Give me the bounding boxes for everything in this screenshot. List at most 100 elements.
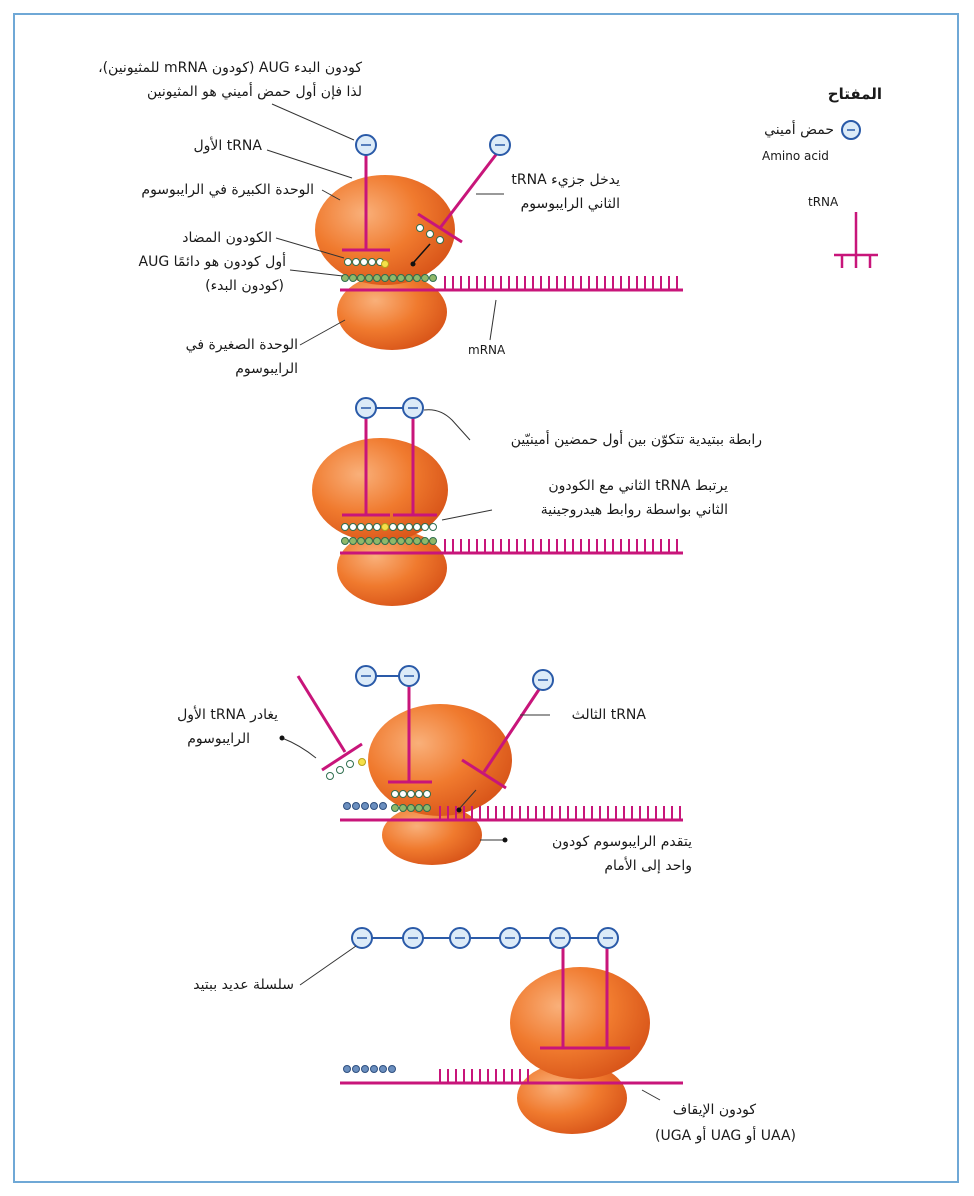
step3-codon-bases <box>392 805 431 812</box>
nucleotide-base <box>366 538 373 545</box>
step4-large-subunit <box>510 967 650 1079</box>
nucleotide-base <box>416 805 423 812</box>
nucleotide-base <box>392 791 399 798</box>
step4-group <box>300 928 683 1134</box>
nucleotide-base <box>390 524 397 531</box>
nucleotide-base <box>400 791 407 798</box>
key-legend <box>834 121 878 268</box>
nucleotide-base <box>398 524 405 531</box>
step1-start-codon-note-line2: لذا فإن أول حمض أميني هو المثيونين <box>147 82 362 102</box>
key-trna-icon <box>834 212 878 268</box>
nucleotide-base <box>408 791 415 798</box>
nucleotide-base <box>406 524 413 531</box>
nucleotide-base <box>358 275 365 282</box>
nucleotide-base <box>345 259 352 266</box>
step4-mrna-ticks <box>440 1069 528 1083</box>
step1-start-codon-note-line1: كودون البدء AUG (كودون mRNA للمثيونين)، <box>98 58 362 78</box>
nucleotide-base <box>422 524 429 531</box>
step1-mrna-label: mRNA <box>468 340 505 360</box>
nucleotide-base <box>424 791 431 798</box>
nucleotide-base <box>422 275 429 282</box>
nucleotide-base <box>353 803 360 810</box>
nucleotide-base <box>389 1066 396 1073</box>
nucleotide-base <box>416 791 423 798</box>
step1-mrna-ticks <box>445 276 677 290</box>
step4-polypeptide-label: سلسلة عديد ببتيد <box>193 975 294 995</box>
key-trna-label: tRNA <box>808 192 838 212</box>
nucleotide-base <box>358 538 365 545</box>
step4-stop-codon-label-line2: (UAA أو UAG أو UGA) <box>655 1126 796 1146</box>
key-title: المفتاح <box>828 84 882 104</box>
step3-trna-leaves-label-line2: الرايبوسوم <box>187 729 250 749</box>
nucleotide-base <box>414 275 421 282</box>
nucleotide-base <box>374 538 381 545</box>
step4-polypeptide-chain <box>352 928 618 948</box>
step1-large-subunit <box>315 175 455 285</box>
step2-hydrogen-bond-label-line2: الثاني بواسطة روابط هيدروجينية <box>541 500 728 520</box>
nucleotide-base <box>408 805 415 812</box>
step1-large-subunit-label: الوحدة الكبيرة في الرايبوسوم <box>141 180 314 200</box>
nucleotide-base <box>366 524 373 531</box>
nucleotide-base <box>374 524 381 531</box>
nucleotide-base <box>362 1066 369 1073</box>
nucleotide-base <box>424 805 431 812</box>
nucleotide-base <box>380 803 387 810</box>
nucleotide-base <box>392 805 399 812</box>
nucleotide-base <box>350 275 357 282</box>
nucleotide-base <box>400 805 407 812</box>
step2-hydrogen-bond-label-line1: يرتبط tRNA الثاني مع الكودون <box>548 476 728 496</box>
step2-peptide-bond-label: رابطة ببتيدية تتكوّن بين أول حمضين أميني… <box>511 430 762 450</box>
nucleotide-base <box>406 538 413 545</box>
step1-small-subunit <box>337 274 447 350</box>
nucleotide-base <box>369 259 376 266</box>
step3-leaving-trna <box>298 676 362 770</box>
step1-first-codon-label-line2: (كودون البدء) <box>205 276 284 296</box>
nucleotide-base <box>398 275 405 282</box>
step4-stop-codon-label-line1: كودون الإيقاف <box>673 1100 756 1120</box>
nucleotide-base <box>382 275 389 282</box>
step1-second-trna-label-line2: الثاني الرايبوسوم <box>521 194 620 214</box>
step1-small-subunit-label-line2: الرايبوسوم <box>235 359 298 379</box>
nucleotide-base <box>406 275 413 282</box>
step3-peptide-chain <box>356 666 553 690</box>
nucleotide-base <box>371 803 378 810</box>
nucleotide-base <box>380 1066 387 1073</box>
step2-peptide-chain <box>356 398 423 418</box>
step4-exposed-bases <box>344 1066 396 1073</box>
step1-anticodon-label: الكودون المضاد <box>182 228 272 248</box>
step3-anticodon-bases <box>392 791 431 798</box>
step3-ribosome-advances-label-line2: واحد إلى الأمام <box>604 856 692 876</box>
nucleotide-base <box>362 803 369 810</box>
nucleotide-base <box>342 538 349 545</box>
nucleotide-base <box>430 275 437 282</box>
step3-third-trna-label: tRNA الثالث <box>572 705 646 725</box>
nucleotide-base <box>353 259 360 266</box>
nucleotide-base <box>342 524 349 531</box>
step1-amino-met-icon <box>356 135 376 155</box>
nucleotide-base <box>344 803 351 810</box>
nucleotide-base <box>366 275 373 282</box>
nucleotide-base <box>422 538 429 545</box>
nucleotide-base <box>398 538 405 545</box>
nucleotide-base <box>374 275 381 282</box>
nucleotide-base <box>430 538 437 545</box>
key-amino-acid-icon <box>842 121 860 139</box>
step3-trna-leaves-label-line1: يغادر tRNA الأول <box>177 705 278 725</box>
nucleotide-base <box>390 538 397 545</box>
step1-amino-second-icon <box>490 135 510 155</box>
key-amino-acid-english: Amino acid <box>762 146 829 166</box>
step2-mrna-ticks <box>445 539 677 553</box>
nucleotide-base <box>358 524 365 531</box>
step1-small-subunit-label-line1: الوحدة الصغيرة في <box>186 335 298 355</box>
key-amino-acid-label: حمض أميني <box>764 120 834 140</box>
step3-ribosome-advances-label-line1: يتقدم الرايبوسوم كودون <box>552 832 692 852</box>
nucleotide-base <box>371 1066 378 1073</box>
nucleotide-base <box>350 538 357 545</box>
step1-anticodon-bases <box>345 259 384 266</box>
nucleotide-base <box>353 1066 360 1073</box>
nucleotide-base <box>382 538 389 545</box>
nucleotide-base <box>430 524 437 531</box>
nucleotide-base <box>390 275 397 282</box>
step3-exposed-bases <box>344 803 387 810</box>
nucleotide-base <box>344 1066 351 1073</box>
